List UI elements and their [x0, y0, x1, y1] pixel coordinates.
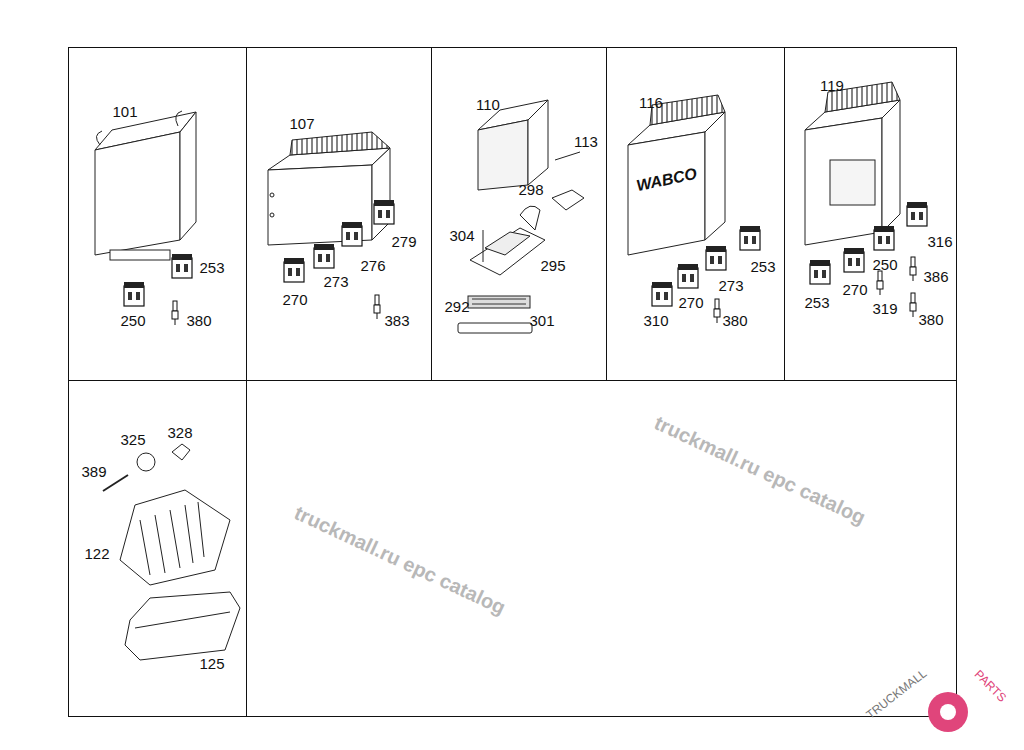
callout-number: 253: [804, 295, 829, 310]
callout-number: 380: [722, 313, 747, 328]
callout-number: 125: [199, 656, 224, 671]
callout-number: 298: [518, 182, 543, 197]
callout-number: 253: [199, 260, 224, 275]
callout-number: 110: [476, 97, 500, 112]
callout-number: 276: [360, 258, 385, 273]
logo-text: PARTS: [972, 668, 1008, 704]
watermark: truckmall.ru epc catalog: [652, 412, 869, 527]
callout-number: 253: [750, 259, 775, 274]
callout-number: 389: [81, 464, 106, 479]
callout-number: 386: [923, 269, 948, 284]
callout-number: 279: [391, 234, 416, 249]
callout-number: 250: [120, 313, 145, 328]
callout-number: 270: [842, 282, 867, 297]
callout-number: 119: [820, 78, 844, 93]
callout-number: 250: [872, 257, 897, 272]
callout-number: 380: [918, 312, 943, 327]
callout-number: 292: [444, 299, 469, 314]
logo-text: TRUCKMALL: [864, 667, 929, 721]
callout-number: 113: [574, 134, 598, 149]
callout-number: 310: [643, 313, 668, 328]
panel-grid: [68, 47, 957, 717]
callout-number: 122: [84, 546, 109, 561]
callout-number: 116: [639, 95, 663, 110]
callout-number: 325: [120, 432, 145, 447]
callout-number: 295: [540, 258, 565, 273]
callout-number: 380: [186, 313, 211, 328]
callout-number: 319: [872, 301, 897, 316]
callout-number: 107: [289, 116, 314, 131]
callout-number: 101: [112, 104, 137, 119]
callout-number: 273: [323, 274, 348, 289]
callout-number: 270: [282, 292, 307, 307]
callout-number: 273: [718, 278, 743, 293]
callout-number: 328: [167, 425, 192, 440]
callout-number: 383: [384, 313, 409, 328]
callout-number: 316: [927, 234, 952, 249]
logo-mark: [928, 692, 968, 732]
watermark: truckmall.ru epc catalog: [292, 502, 509, 617]
callout-number: 270: [678, 295, 703, 310]
callout-number: 304: [449, 228, 474, 243]
callout-number: 301: [529, 313, 554, 328]
